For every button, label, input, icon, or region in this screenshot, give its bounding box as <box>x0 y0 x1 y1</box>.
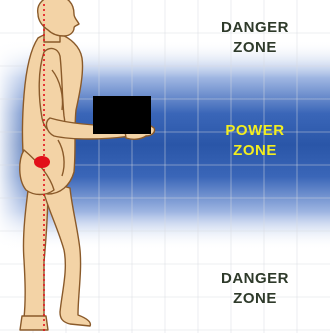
danger-zone-top-line2: ZONE <box>190 38 320 58</box>
center-of-gravity-dot <box>34 156 50 168</box>
danger-zone-top-line1: DANGER <box>190 18 320 38</box>
carried-box <box>93 96 151 134</box>
danger-zone-bottom-label: DANGER ZONE <box>190 269 320 309</box>
power-zone-label: POWER ZONE <box>190 121 320 161</box>
danger-zone-bottom-line1: DANGER <box>190 269 320 289</box>
power-zone-line2: ZONE <box>190 141 320 161</box>
power-zone-line1: POWER <box>190 121 320 141</box>
back-foot <box>20 316 48 330</box>
danger-zone-bottom-line2: ZONE <box>190 289 320 309</box>
danger-zone-top-label: DANGER ZONE <box>190 18 320 58</box>
